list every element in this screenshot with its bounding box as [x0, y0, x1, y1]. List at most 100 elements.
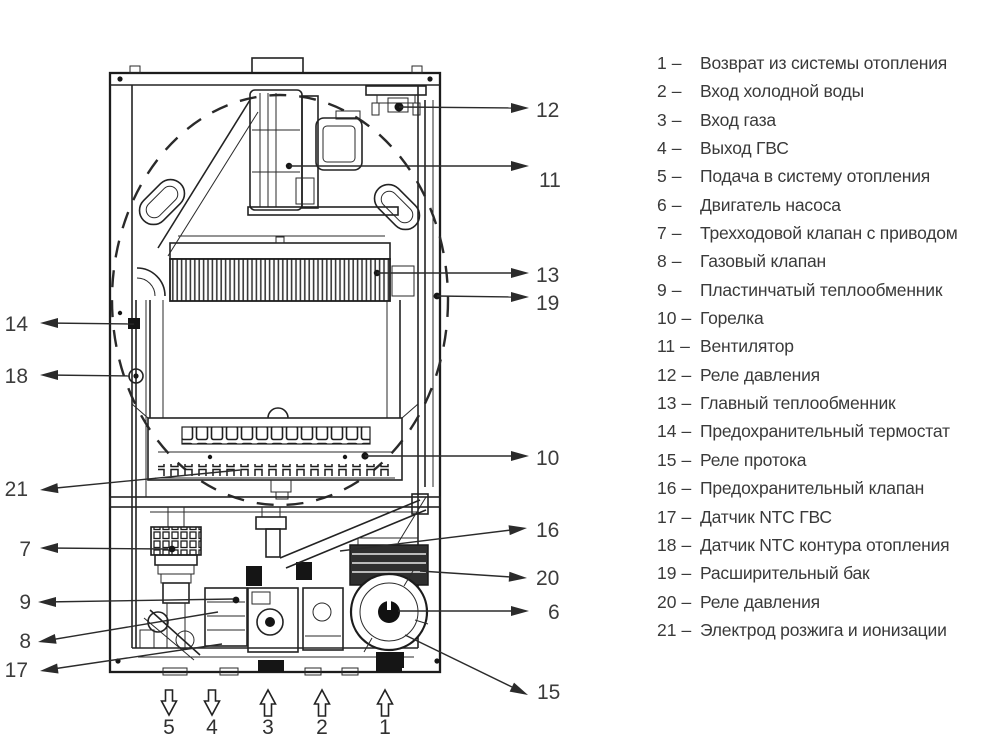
callout-11: 11: [539, 169, 561, 192]
legend-item: 20–Реле давления: [657, 590, 1000, 618]
legend-label: Возврат из системы отопления: [700, 53, 948, 73]
legend-num: 4: [657, 138, 667, 159]
legend-item: 7–Трехходовой клапан с приводом: [657, 221, 1000, 249]
legend-item: 9–Пластинчатый теплообменник: [657, 278, 1000, 306]
legend-item: 16–Предохранительный клапан: [657, 476, 1000, 504]
flow-switch: [302, 587, 344, 651]
legend-num: 16: [657, 478, 677, 499]
legend-num: 14: [657, 421, 677, 442]
callout-18: 18: [5, 365, 28, 388]
legend-dash: –: [681, 619, 692, 640]
legend-dash: –: [681, 364, 692, 385]
legend-dash: –: [681, 563, 692, 584]
legend-num: 17: [657, 506, 677, 527]
callout-21: 21: [5, 478, 28, 501]
legend-num: 18: [657, 534, 677, 555]
callout-12: 12: [536, 99, 559, 122]
legend-num: 19: [657, 563, 677, 584]
legend-item: 10–Горелка: [657, 306, 1000, 334]
pump: [349, 537, 429, 668]
legend-item: 15–Реле протока: [657, 448, 1000, 476]
legend-num: 5: [657, 166, 667, 187]
door-handle-right: [373, 183, 421, 231]
main-heat-exchanger: [136, 235, 415, 302]
callout-16: 16: [536, 519, 559, 542]
legend-label: Расширительный бак: [700, 563, 870, 584]
connection-number-1: 1: [379, 716, 391, 735]
legend-item: 14–Предохранительный термостат: [657, 419, 1000, 447]
legend-label: Электрод розжига и ионизации: [700, 619, 947, 640]
legend-item: 3–Вход газа: [657, 108, 1000, 136]
legend-item: 1–Возврат из системы отопления: [657, 51, 1000, 79]
legend-dash: –: [671, 81, 682, 102]
legend-dash: –: [680, 336, 690, 357]
legend-label: Предохранительный клапан: [700, 478, 925, 499]
legend-label: Реле протока: [700, 449, 807, 470]
dhw-ntc-sensor-fittings: [139, 609, 201, 661]
legend-label: Пластинчатый теплообменник: [700, 279, 943, 300]
legend-label: Реле давления: [700, 364, 820, 385]
boiler-internal-diagram: 12 11 13 19 10 16 20 6 15 14 18 21 7 9 8…: [5, 57, 561, 735]
legend-item: 5–Подача в систему отопления: [657, 164, 1000, 192]
legend-item: 8–Газовый клапан: [657, 249, 1000, 277]
legend-item: 21–Электрод розжига и ионизации: [657, 618, 1000, 646]
legend-num: 21: [657, 619, 677, 640]
legend-num: 2: [657, 81, 667, 102]
arrow-up-icon: [313, 688, 331, 717]
legend-label: Вход холодной воды: [700, 81, 864, 102]
legend-item: 13–Главный теплообменник: [657, 391, 1000, 419]
arrow-up-icon: [259, 688, 277, 717]
legend-dash: –: [671, 109, 682, 130]
legend-dash: –: [681, 421, 692, 442]
callout-13: 13: [536, 264, 559, 287]
legend-dash: –: [681, 591, 692, 612]
burner: [131, 403, 419, 500]
legend-num: 6: [657, 194, 667, 215]
legend-dash: –: [671, 251, 682, 272]
legend-dash: –: [671, 223, 682, 244]
expansion-tank-edge: [424, 100, 441, 487]
legend-dash: –: [681, 393, 692, 414]
legend-num: 1: [657, 53, 667, 73]
legend-num: 9: [657, 279, 667, 300]
callout-10: 10: [536, 447, 559, 470]
center-pipe-safety-valve: [255, 493, 429, 569]
arrow-down-icon: [203, 689, 221, 717]
callout-lines: [38, 103, 529, 695]
callout-7: 7: [19, 538, 31, 561]
legend-dash: –: [681, 506, 692, 527]
parts-legend: 1–Возврат из системы отопления 2–Вход хо…: [657, 51, 1000, 646]
callout-19: 19: [536, 292, 559, 315]
legend-label: Вход газа: [700, 109, 776, 130]
legend-num: 10: [657, 308, 677, 329]
legend-label: Предохранительный термостат: [700, 421, 950, 442]
callout-17: 17: [5, 659, 28, 682]
legend-item: 6–Двигатель насоса: [657, 193, 1000, 221]
legend-item: 4–Выход ГВС: [657, 136, 1000, 164]
legend-label: Датчик NTC ГВС: [700, 506, 832, 527]
connection-number-2: 2: [316, 716, 328, 735]
hx-elbow: [136, 267, 166, 297]
arrow-down-icon: [160, 689, 178, 717]
top-flue-tab: [251, 57, 304, 74]
plate-heat-exchanger: [204, 587, 248, 647]
chamber-seal-dashed-circle: [110, 93, 450, 507]
legend-dash: –: [681, 449, 692, 470]
callout-14: 14: [5, 313, 29, 336]
legend-num: 11: [657, 336, 676, 357]
legend-num: 15: [657, 449, 677, 470]
callout-15: 15: [537, 681, 560, 704]
legend-dash: –: [671, 53, 682, 73]
three-way-valve: [150, 506, 202, 649]
callout-9: 9: [19, 591, 31, 614]
legend-dash: –: [681, 308, 692, 329]
callout-20: 20: [536, 567, 559, 590]
air-pressure-switch: [365, 85, 427, 116]
legend-dash: –: [681, 534, 692, 555]
legend-num: 3: [657, 109, 667, 130]
legend-label: Подача в систему отопления: [700, 166, 931, 187]
gas-valve: [246, 562, 312, 653]
legend-label: Главный теплообменник: [700, 393, 896, 414]
fan-assembly: [247, 89, 399, 216]
